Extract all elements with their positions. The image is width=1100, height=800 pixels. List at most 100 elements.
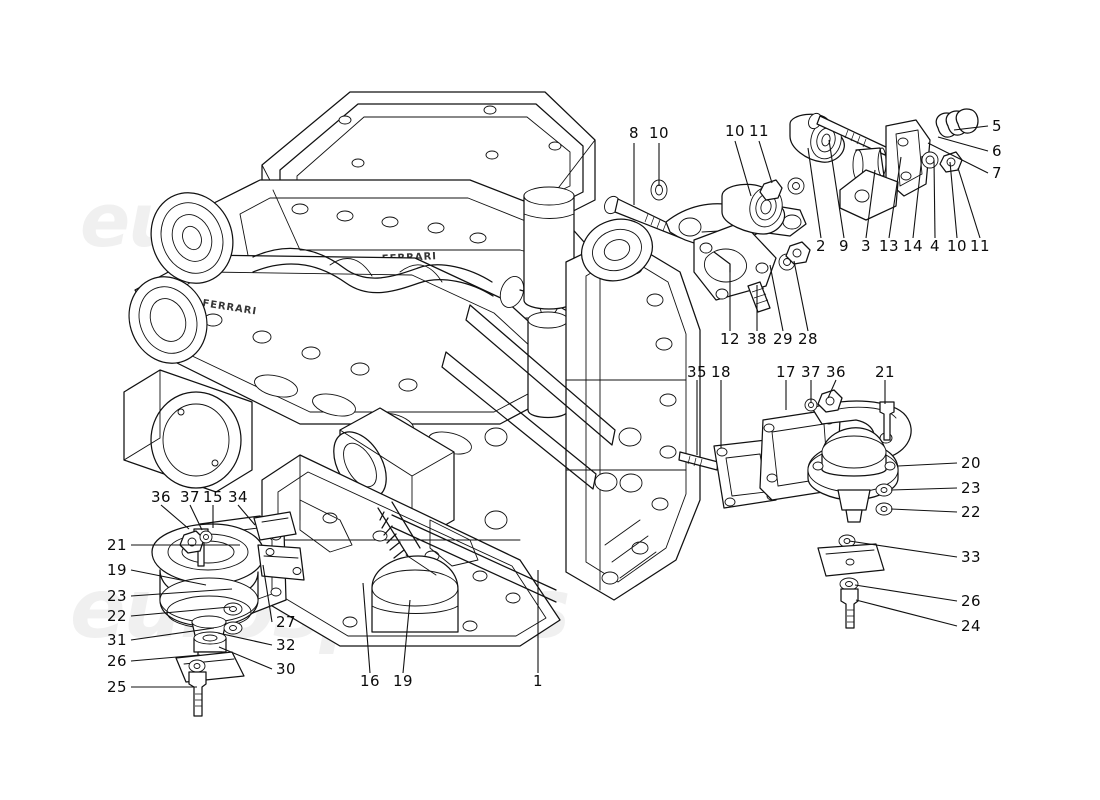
callout-number: 18 bbox=[710, 363, 732, 381]
leader-line bbox=[827, 379, 837, 399]
callout-number: 13 bbox=[878, 237, 900, 255]
spring-washer-stack bbox=[935, 108, 979, 138]
callout-number: 16 bbox=[359, 672, 381, 690]
leader-line bbox=[217, 632, 273, 646]
leader-line bbox=[758, 140, 773, 184]
oil-filter-dome bbox=[371, 555, 459, 633]
washer-37-left bbox=[199, 530, 213, 544]
engine-block-assembly: FERRARI FERRARI bbox=[123, 91, 701, 647]
callout-number: 15 bbox=[202, 488, 224, 506]
leader-line bbox=[953, 125, 989, 131]
leader-line bbox=[237, 504, 256, 526]
callout-number: 37 bbox=[800, 363, 822, 381]
leader-line bbox=[890, 508, 958, 513]
callout-number: 6 bbox=[991, 142, 1003, 160]
callout-number: 23 bbox=[106, 587, 128, 605]
callout-number: 38 bbox=[746, 330, 768, 348]
washer-26-left bbox=[188, 659, 206, 673]
gearbox-casing bbox=[565, 235, 701, 601]
callout-number: 28 bbox=[797, 330, 819, 348]
callout-leader-lines bbox=[130, 125, 989, 688]
callout-number: 36 bbox=[825, 363, 847, 381]
leader-line bbox=[855, 599, 958, 627]
leader-line bbox=[793, 260, 809, 332]
callout-number: 34 bbox=[227, 488, 249, 506]
nut-36-right bbox=[817, 389, 843, 413]
callout-number: 8 bbox=[628, 124, 640, 142]
leader-line bbox=[218, 646, 273, 670]
bracket-arm-27 bbox=[257, 544, 305, 581]
bolt-21-right bbox=[879, 401, 895, 441]
callout-number: 31 bbox=[106, 631, 128, 649]
callout-number: 3 bbox=[860, 237, 872, 255]
leader-line bbox=[130, 654, 201, 662]
leader-line bbox=[130, 627, 215, 641]
leader-line bbox=[160, 504, 190, 530]
washer-23-right bbox=[875, 483, 893, 497]
leader-line bbox=[848, 540, 958, 558]
stud-35 bbox=[678, 451, 719, 471]
clutch-housing bbox=[581, 218, 653, 282]
bolt-8 bbox=[604, 195, 685, 239]
callout-number: 37 bbox=[179, 488, 201, 506]
leader-line bbox=[130, 606, 231, 617]
leader-line bbox=[897, 462, 958, 467]
callout-number: 9 bbox=[838, 237, 850, 255]
leader-line bbox=[362, 582, 371, 674]
leader-line bbox=[933, 159, 936, 239]
leader-line bbox=[854, 584, 958, 602]
callout-number: 10 bbox=[724, 122, 746, 140]
leader-line bbox=[937, 136, 989, 152]
callout-number: 23 bbox=[960, 479, 982, 497]
leader-line bbox=[890, 487, 958, 491]
rubber-mount-20 bbox=[807, 427, 899, 523]
callout-number: 35 bbox=[686, 363, 708, 381]
callout-number: 20 bbox=[960, 454, 982, 472]
callout-number: 14 bbox=[902, 237, 924, 255]
sump-linkages bbox=[299, 499, 479, 567]
leader-line bbox=[130, 569, 207, 586]
leader-line bbox=[828, 139, 845, 239]
engine-cross-braces bbox=[391, 304, 643, 603]
leader-line bbox=[734, 140, 752, 197]
leader-line bbox=[769, 264, 784, 332]
angled-bracket bbox=[839, 169, 899, 221]
callout-number: 27 bbox=[275, 613, 297, 631]
front-mount-bracket-group bbox=[604, 108, 979, 313]
callout-number: 26 bbox=[960, 592, 982, 610]
bolt-25 bbox=[188, 671, 207, 717]
washer-10a bbox=[650, 179, 668, 201]
callout-number: 26 bbox=[106, 652, 128, 670]
timing-cover-pulleys bbox=[128, 192, 234, 364]
coil-spring-linkage bbox=[377, 501, 437, 576]
leader-line bbox=[912, 155, 923, 239]
callout-number: 30 bbox=[275, 660, 297, 678]
callout-number: 33 bbox=[960, 548, 982, 566]
callout-number: 12 bbox=[719, 330, 741, 348]
washer-22-right bbox=[875, 502, 893, 516]
callout-number: 11 bbox=[969, 237, 991, 255]
washer-23-left bbox=[223, 602, 243, 616]
callout-number: 1 bbox=[532, 672, 544, 690]
leader-line bbox=[402, 599, 411, 674]
rear-gearbox-mount-group bbox=[678, 389, 912, 629]
callout-number: 29 bbox=[772, 330, 794, 348]
callout-number: 19 bbox=[106, 561, 128, 579]
through-bolt-top bbox=[808, 112, 889, 156]
callout-number: 11 bbox=[748, 122, 770, 140]
leader-line bbox=[130, 588, 233, 597]
callout-number: 17 bbox=[775, 363, 797, 381]
leader-line bbox=[189, 504, 203, 531]
callout-number: 22 bbox=[106, 607, 128, 625]
callout-number: 5 bbox=[991, 117, 1003, 135]
callout-number: 36 bbox=[150, 488, 172, 506]
mount-flange-plate bbox=[693, 221, 777, 301]
callout-number: 10 bbox=[648, 124, 670, 142]
callout-number: 32 bbox=[275, 636, 297, 654]
leader-line bbox=[865, 169, 876, 239]
leader-line bbox=[807, 147, 822, 239]
callout-number: 2 bbox=[815, 237, 827, 255]
leader-line bbox=[957, 167, 981, 239]
